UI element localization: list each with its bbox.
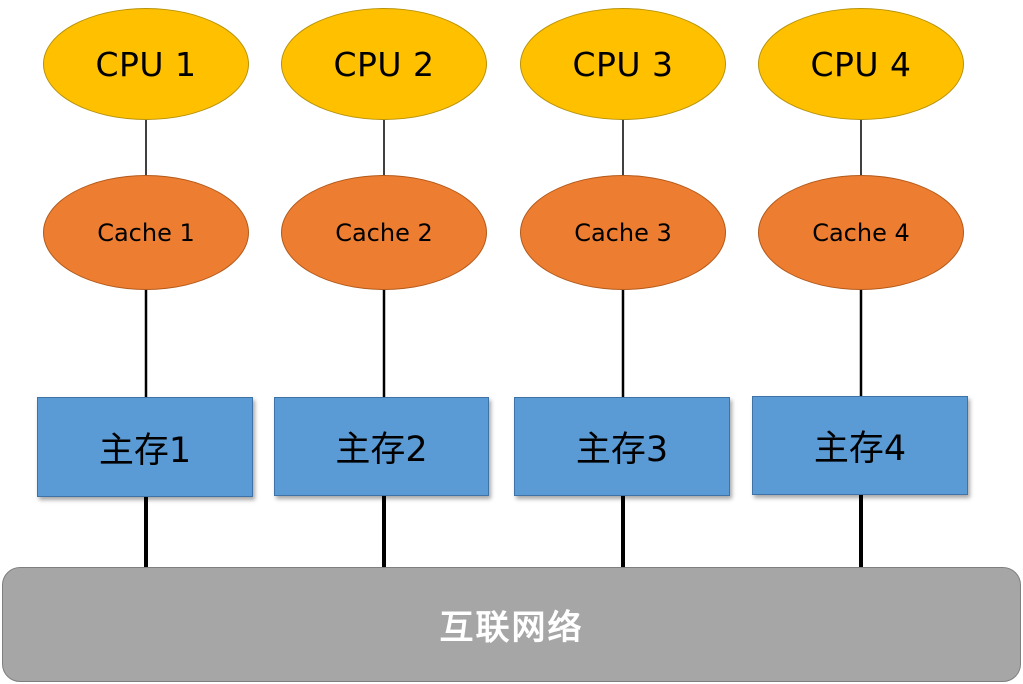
memory-box-1: 主存1 (37, 397, 253, 497)
memory-label: 主存4 (813, 429, 907, 469)
cache-node-4: Cache 4 (758, 175, 964, 290)
cpu-label: CPU 3 (572, 44, 674, 84)
memory-box-2: 主存2 (274, 397, 489, 496)
cache-node-2: Cache 2 (281, 175, 487, 290)
memory-box-4: 主存4 (752, 396, 968, 495)
cpu-node-2: CPU 2 (281, 8, 487, 120)
cpu-label: CPU 1 (95, 44, 197, 84)
cache-label: Cache 1 (97, 218, 195, 247)
interconnect-bus: 互联网络 (2, 567, 1021, 682)
cpu-node-1: CPU 1 (43, 8, 249, 120)
cpu-label: CPU 2 (333, 44, 435, 84)
cpu-node-3: CPU 3 (520, 8, 726, 120)
cache-label: Cache 4 (812, 218, 910, 247)
cache-node-1: Cache 1 (43, 175, 249, 290)
cache-label: Cache 3 (574, 218, 672, 247)
memory-label: 主存1 (98, 430, 192, 471)
cache-label: Cache 2 (335, 218, 433, 247)
interconnect-label: 互联网络 (439, 608, 584, 648)
cpu-label: CPU 4 (810, 44, 912, 84)
memory-label: 主存2 (335, 430, 428, 470)
memory-label: 主存3 (575, 430, 669, 470)
cache-node-3: Cache 3 (520, 175, 726, 290)
cpu-node-4: CPU 4 (758, 8, 964, 120)
memory-box-3: 主存3 (514, 397, 730, 496)
